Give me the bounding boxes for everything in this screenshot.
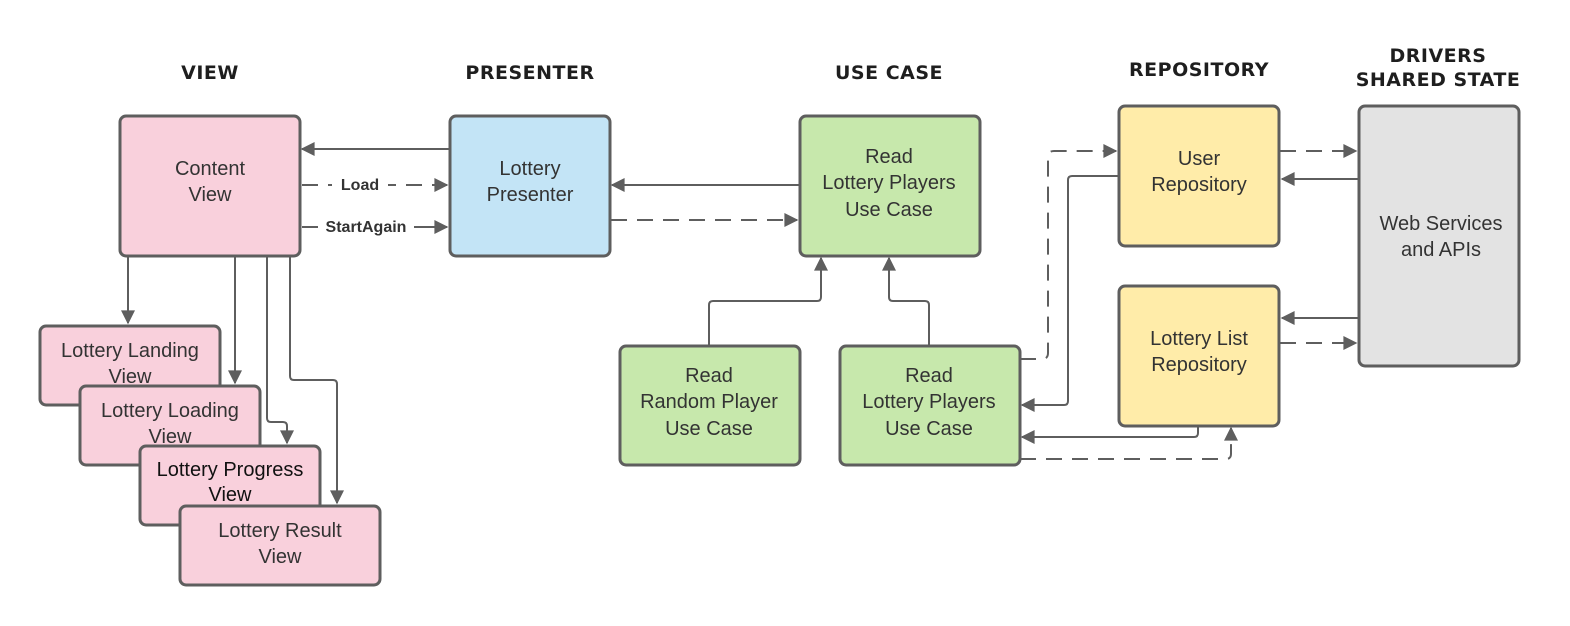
edge-content-to-progress <box>266 257 294 445</box>
edge-user-repo-to-usecase <box>1020 175 1118 412</box>
node-web-services-and-apis: Web Services and APIs <box>1357 104 1521 368</box>
node-label: Read <box>685 365 733 387</box>
edge-players-to-usecase <box>882 256 930 345</box>
node-read-lottery-players-use-case-impl: Read Lottery Players Use Case <box>838 344 1022 467</box>
node-label: View <box>209 484 253 506</box>
heading-shared-state: SHARED STATE <box>1356 69 1521 91</box>
node-read-lottery-players-use-case: Read Lottery Players Use Case <box>798 114 982 258</box>
edge-content-to-result <box>289 257 344 505</box>
node-label: Lottery <box>499 158 560 180</box>
node-label: Lottery Progress <box>157 459 304 481</box>
node-label: Lottery Players <box>862 391 995 413</box>
heading-drivers: DRIVERS <box>1390 45 1487 67</box>
node-label: Use Case <box>665 418 753 440</box>
edge-usecase-to-user-repo <box>1020 144 1118 360</box>
node-lottery-result-view: Lottery Result View <box>178 504 382 587</box>
node-label: Random Player <box>640 391 778 413</box>
node-label: Use Case <box>845 199 933 221</box>
node-label: and APIs <box>1401 239 1481 261</box>
node-label: User <box>1178 148 1221 170</box>
node-read-random-player-use-case: Read Random Player Use Case <box>618 344 802 467</box>
node-user-repository: User Repository <box>1117 104 1281 248</box>
node-label: Presenter <box>487 184 574 206</box>
node-lottery-presenter: Lottery Presenter <box>448 114 612 258</box>
edge-label-bg <box>332 173 388 195</box>
node-label: Content <box>175 158 245 180</box>
node-label: Lottery Result <box>218 520 342 542</box>
node-label: View <box>259 546 303 568</box>
node-label: Use Case <box>885 418 973 440</box>
node-label: Lottery Players <box>822 172 955 194</box>
node-label: Lottery Landing <box>61 340 199 362</box>
edge-usecase-to-list-repo <box>1020 426 1238 460</box>
node-label: Lottery List <box>1150 328 1248 350</box>
node-label: Read <box>865 146 913 168</box>
node-label: Repository <box>1151 174 1247 196</box>
heading-repository: REPOSITORY <box>1129 59 1269 81</box>
edge-random-to-usecase <box>708 256 828 345</box>
edge-label-bg <box>318 215 414 237</box>
node-lottery-list-repository: Lottery List Repository <box>1117 284 1281 428</box>
heading-presenter: PRESENTER <box>465 62 594 84</box>
edge-list-repo-to-usecase <box>1020 426 1199 444</box>
edge-label-start-again: StartAgain <box>326 219 407 236</box>
edge-label-load: Load <box>341 177 379 194</box>
node-label: View <box>189 184 233 206</box>
heading-view: VIEW <box>181 62 239 84</box>
node-label: Repository <box>1151 354 1247 376</box>
node-label: View <box>149 426 193 448</box>
node-label: Web Services <box>1379 213 1502 235</box>
node-label: Read <box>905 365 953 387</box>
heading-use-case: USE CASE <box>835 62 943 84</box>
node-label: View <box>109 366 153 388</box>
node-content-view: Content View <box>118 114 302 258</box>
node-label: Lottery Loading <box>101 400 239 422</box>
